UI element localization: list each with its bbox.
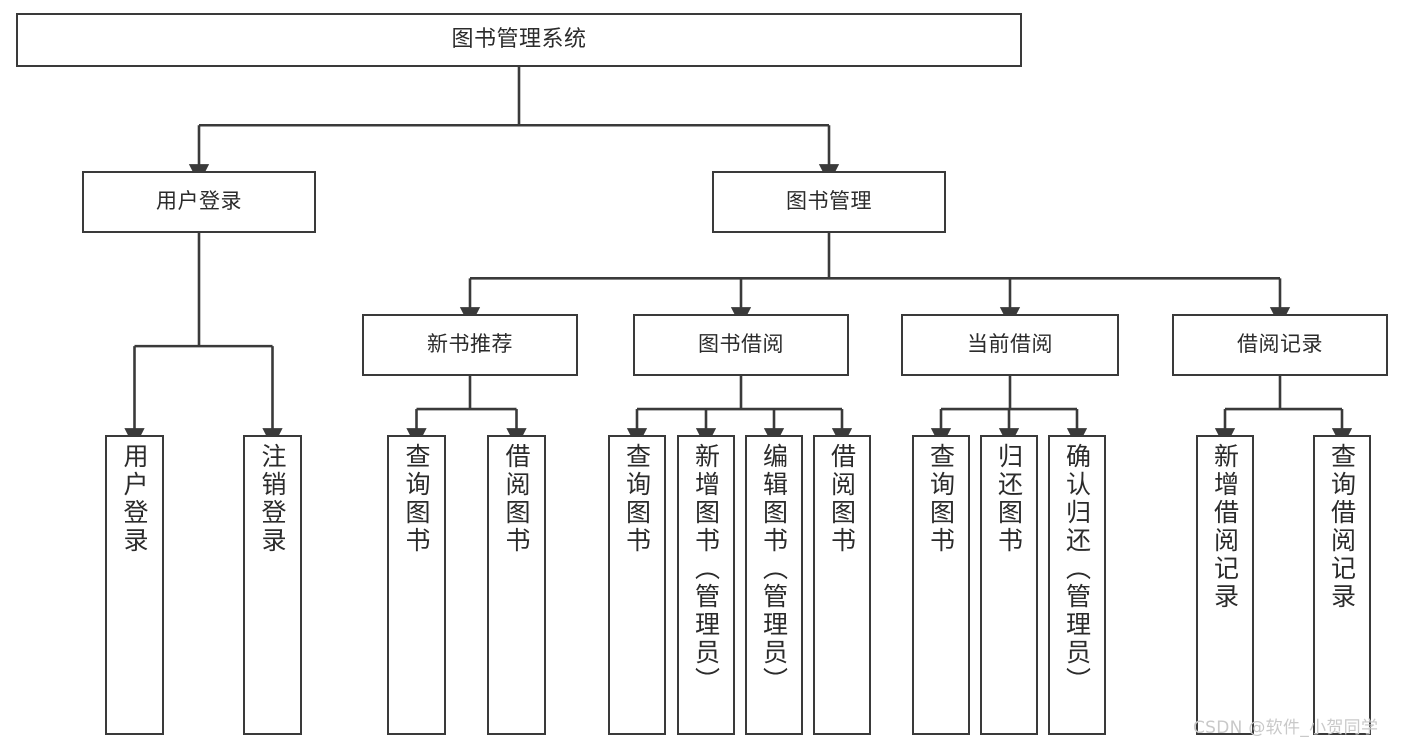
- node-label: 用户登录: [120, 443, 149, 555]
- node-label: 注销登录: [258, 443, 287, 555]
- node-current[interactable]: 当前借阅: [901, 314, 1119, 376]
- node-l-cb-query[interactable]: 查询图书: [912, 435, 970, 735]
- node-newbooks[interactable]: 新书推荐: [362, 314, 578, 376]
- node-label: 查询图书: [622, 443, 652, 555]
- node-label: 新增图书（管理员）: [691, 443, 721, 695]
- node-label: 图书借阅: [698, 332, 784, 357]
- node-label: 查询图书: [926, 443, 956, 555]
- csdn-watermark: CSDN @软件_小贺同学: [1193, 718, 1379, 738]
- node-label: 用户登录: [156, 189, 242, 214]
- node-l-bw-add[interactable]: 新增图书（管理员）: [677, 435, 735, 735]
- node-records[interactable]: 借阅记录: [1172, 314, 1388, 376]
- node-label: 当前借阅: [967, 332, 1053, 357]
- node-l-bw-query[interactable]: 查询图书: [608, 435, 666, 735]
- node-label: 编辑图书（管理员）: [759, 443, 789, 695]
- node-l-logout[interactable]: 注销登录: [243, 435, 302, 735]
- node-label: 借阅图书: [827, 443, 857, 555]
- node-l-userlogin[interactable]: 用户登录: [105, 435, 164, 735]
- node-l-cb-return[interactable]: 归还图书: [980, 435, 1038, 735]
- node-l-rc-query[interactable]: 查询借阅记录: [1313, 435, 1371, 735]
- node-label: 图书管理: [786, 189, 872, 214]
- node-label: 归还图书: [994, 443, 1024, 555]
- node-label: 确认归还（管理员）: [1062, 443, 1092, 695]
- node-label: 新书推荐: [427, 332, 513, 357]
- node-bookmgmt[interactable]: 图书管理: [712, 171, 946, 233]
- node-l-cb-confirm[interactable]: 确认归还（管理员）: [1048, 435, 1106, 735]
- node-label: 查询借阅记录: [1327, 443, 1357, 611]
- node-l-bw-edit[interactable]: 编辑图书（管理员）: [745, 435, 803, 735]
- node-label: 图书管理系统: [451, 26, 587, 52]
- node-label: 新增借阅记录: [1210, 443, 1240, 611]
- node-label: 借阅图书: [502, 443, 531, 555]
- node-login[interactable]: 用户登录: [82, 171, 316, 233]
- node-root[interactable]: 图书管理系统: [16, 13, 1022, 67]
- node-l-nb-query[interactable]: 查询图书: [387, 435, 446, 735]
- node-l-bw-borrow[interactable]: 借阅图书: [813, 435, 871, 735]
- node-label: 查询图书: [402, 443, 431, 555]
- node-l-rc-add[interactable]: 新增借阅记录: [1196, 435, 1254, 735]
- node-l-nb-borrow[interactable]: 借阅图书: [487, 435, 546, 735]
- node-label: 借阅记录: [1237, 332, 1323, 357]
- node-borrow[interactable]: 图书借阅: [633, 314, 849, 376]
